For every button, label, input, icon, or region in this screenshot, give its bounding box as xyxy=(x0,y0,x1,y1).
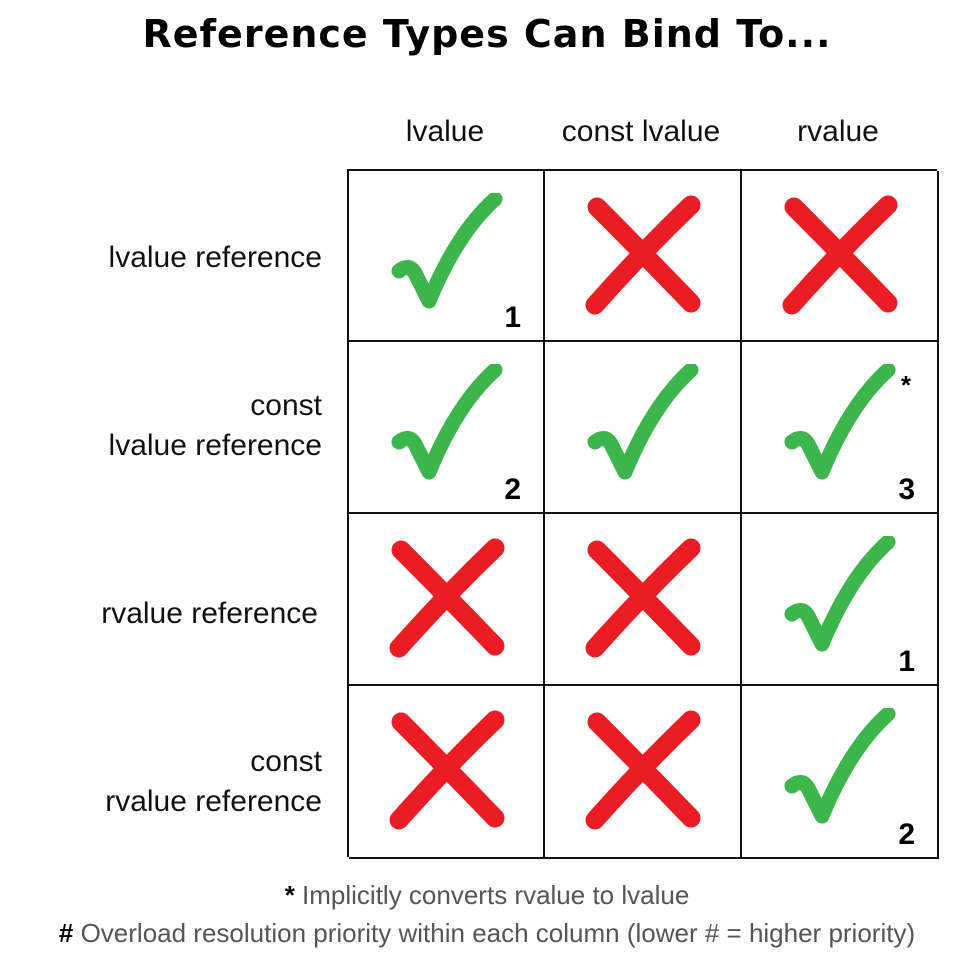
grid-cell: 2 xyxy=(742,686,939,859)
row-header-line: rvalue reference xyxy=(101,597,318,630)
row-header-const-lvalue-reference: const lvalue reference xyxy=(20,386,322,466)
grid-cell: 1 xyxy=(742,514,939,686)
column-header-rvalue: rvalue xyxy=(797,115,879,148)
priority-number: 1 xyxy=(504,301,521,334)
grid-cell: 1 xyxy=(349,171,545,342)
row-header-const-rvalue-reference: const rvalue reference xyxy=(20,742,322,822)
column-header-lvalue: lvalue xyxy=(405,115,485,148)
grid-cell: *3 xyxy=(742,342,939,514)
footnote-star-symbol: * xyxy=(284,880,295,910)
asterisk-note: * xyxy=(900,370,911,400)
grid-cell xyxy=(545,342,742,514)
footnote-star: * Implicitly converts rvalue to lvalue xyxy=(0,879,974,911)
footnote-hash-text: Overload resolution priority within each… xyxy=(73,918,916,948)
grid-cell xyxy=(349,514,545,686)
row-header-line: lvalue reference xyxy=(108,241,322,274)
footnote-star-text: Implicitly converts rvalue to lvalue xyxy=(294,880,690,910)
row-header-rvalue-reference: rvalue reference xyxy=(16,594,318,634)
grid-cell xyxy=(545,171,742,342)
priority-number: 2 xyxy=(504,473,521,506)
row-header-lvalue-reference: lvalue reference xyxy=(20,238,322,278)
row-header-line: const xyxy=(250,745,322,778)
row-header-line: const xyxy=(250,389,322,422)
priority-number: 3 xyxy=(898,473,915,506)
grid-cell xyxy=(349,686,545,859)
footnote-hash-symbol: # xyxy=(58,918,74,948)
row-header-line: rvalue reference xyxy=(105,785,322,818)
footnote-hash: # Overload resolution priority within ea… xyxy=(0,917,974,949)
grid-cell: 2 xyxy=(349,342,545,514)
column-header-const-lvalue: const lvalue xyxy=(561,115,721,148)
priority-number: 2 xyxy=(898,818,915,851)
priority-number: 1 xyxy=(898,645,915,678)
page-title: Reference Types Can Bind To... xyxy=(142,12,832,56)
row-header-line: lvalue reference xyxy=(108,429,322,462)
grid-cell xyxy=(742,171,939,342)
grid-cell xyxy=(545,686,742,859)
grid-cell xyxy=(545,514,742,686)
